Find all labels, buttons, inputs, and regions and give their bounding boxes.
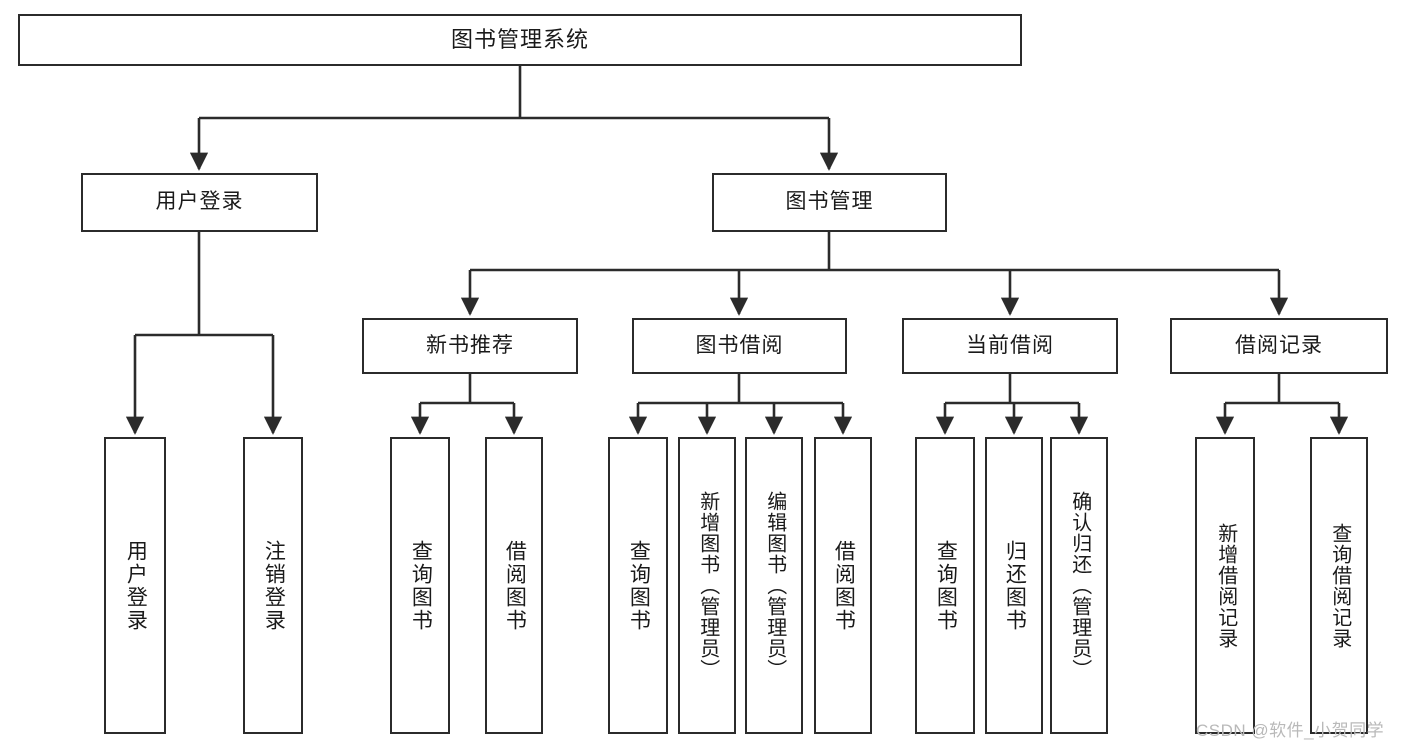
node-leaf-edit-book-label: 编辑图书（管理员） [763, 491, 786, 680]
node-leaf-user-login-label: 用户登录 [124, 539, 148, 632]
node-book-borrow[interactable]: 图书借阅 [632, 318, 847, 374]
node-current-borrow[interactable]: 当前借阅 [902, 318, 1118, 374]
node-leaf-borrow-book-bor[interactable]: 借阅图书 [814, 437, 872, 734]
node-book-manage-label: 图书管理 [785, 190, 874, 214]
node-borrow-record[interactable]: 借阅记录 [1170, 318, 1388, 374]
node-leaf-query-record[interactable]: 查询借阅记录 [1310, 437, 1368, 734]
node-leaf-query-book-rec-label: 查询图书 [409, 539, 433, 632]
node-leaf-query-book-cur-label: 查询图书 [934, 539, 958, 632]
node-leaf-query-record-label: 查询借阅记录 [1328, 522, 1351, 649]
node-leaf-confirm-return-label: 确认归还（管理员） [1068, 491, 1091, 680]
node-leaf-add-record-label: 新增借阅记录 [1214, 522, 1237, 649]
node-book-borrow-label: 图书借阅 [695, 333, 784, 357]
node-leaf-borrow-book-rec[interactable]: 借阅图书 [485, 437, 543, 734]
node-leaf-borrow-book-rec-label: 借阅图书 [503, 539, 527, 632]
node-root[interactable]: 图书管理系统 [18, 14, 1022, 66]
node-leaf-add-record[interactable]: 新增借阅记录 [1195, 437, 1255, 734]
node-current-borrow-label: 当前借阅 [966, 333, 1054, 357]
node-root-label: 图书管理系统 [450, 27, 589, 53]
node-user-login[interactable]: 用户登录 [81, 173, 318, 232]
node-leaf-confirm-return[interactable]: 确认归还（管理员） [1050, 437, 1108, 734]
node-leaf-query-book-bor-label: 查询图书 [627, 539, 651, 632]
node-leaf-add-book[interactable]: 新增图书（管理员） [678, 437, 736, 734]
node-leaf-edit-book[interactable]: 编辑图书（管理员） [745, 437, 803, 734]
node-leaf-user-login[interactable]: 用户登录 [104, 437, 166, 734]
node-leaf-borrow-book-bor-label: 借阅图书 [832, 539, 856, 632]
node-leaf-add-book-label: 新增图书（管理员） [696, 491, 719, 680]
node-leaf-query-book-rec[interactable]: 查询图书 [390, 437, 450, 734]
node-leaf-logout[interactable]: 注销登录 [243, 437, 303, 734]
node-borrow-record-label: 借阅记录 [1235, 333, 1323, 357]
node-leaf-query-book-cur[interactable]: 查询图书 [915, 437, 975, 734]
node-book-manage[interactable]: 图书管理 [712, 173, 947, 232]
node-leaf-return-book-label: 归还图书 [1003, 539, 1027, 632]
node-leaf-query-book-bor[interactable]: 查询图书 [608, 437, 668, 734]
node-new-book-recommend-label: 新书推荐 [426, 333, 514, 357]
node-new-book-recommend[interactable]: 新书推荐 [362, 318, 578, 374]
node-leaf-logout-label: 注销登录 [262, 539, 286, 632]
node-leaf-return-book[interactable]: 归还图书 [985, 437, 1043, 734]
node-user-login-label: 用户登录 [155, 190, 244, 214]
watermark: CSDN @软件_小贺同学 [1196, 721, 1385, 740]
